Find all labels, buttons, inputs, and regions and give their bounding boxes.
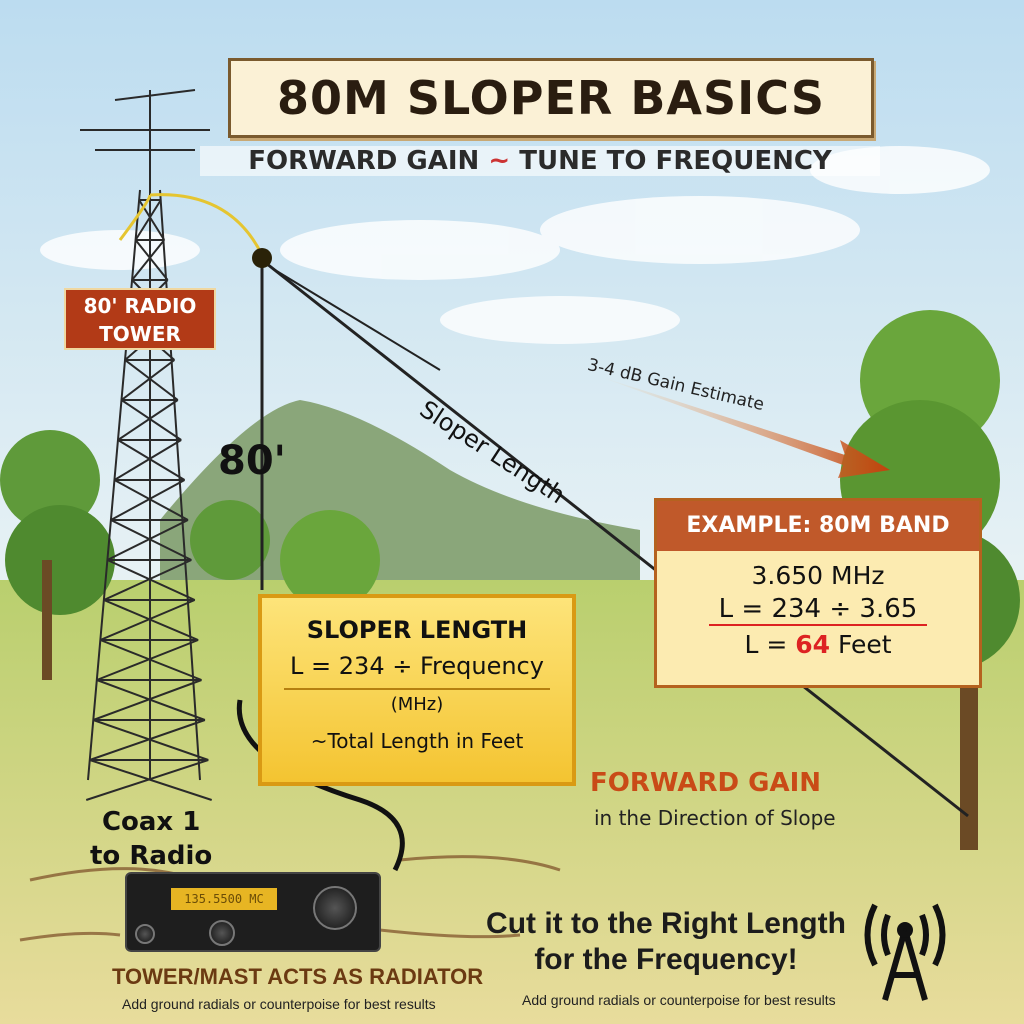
tuning-knob-icon (313, 886, 357, 930)
example-frequency: 3.650 MHz (751, 561, 885, 590)
page-title: 80M SLOPER BASICS (228, 58, 874, 138)
cut-to-length-text: Cut it to the Right Length for the Frequ… (466, 906, 866, 978)
subtitle-separator: ~ (488, 146, 511, 176)
cut-text-line1: Cut it to the Right Length (486, 907, 846, 940)
example-equation: L = 234 ÷ 3.65 (708, 594, 928, 626)
radiator-title: TOWER/MAST ACTS AS RADIATOR (112, 964, 484, 989)
forward-gain-title: FORWARD GAIN (590, 768, 822, 798)
tower-label-line2: TOWER (99, 322, 181, 346)
cut-text-line2: for the Frequency! (534, 943, 798, 976)
insulator-icon (252, 248, 272, 268)
formula: L = 234 ÷ Frequency (290, 652, 544, 680)
small-knob-icon (135, 924, 155, 944)
signal-tower-icon (864, 903, 946, 1001)
result-value: 64 (795, 630, 831, 659)
volume-knob-icon (209, 920, 235, 946)
radio-transceiver: 135.5500 MC (125, 872, 381, 952)
formula-heading: SLOPER LENGTH (306, 616, 528, 644)
coax-label-line2: to Radio (90, 841, 213, 871)
result-prefix: L = (744, 630, 788, 659)
tower-label-line1: 80' RADIO (83, 294, 197, 318)
example-box: EXAMPLE: 80M BAND 3.650 MHz L = 234 ÷ 3.… (654, 498, 982, 688)
formula-note: ~Total Length in Feet (310, 729, 524, 753)
gain-arrow-icon (595, 375, 890, 478)
subtitle-left: FORWARD GAIN (248, 146, 480, 176)
formula-unit: (MHz) (284, 688, 550, 715)
formula-box: SLOPER LENGTH L = 234 ÷ Frequency (MHz) … (258, 594, 576, 786)
subtitle-right: TUNE TO FREQUENCY (519, 146, 832, 176)
tower-label: 80' RADIO TOWER (64, 288, 216, 350)
height-label: 80' (218, 438, 286, 484)
radio-display: 135.5500 MC (171, 888, 277, 910)
example-heading: EXAMPLE: 80M BAND (657, 501, 979, 551)
sloper-wire (261, 258, 969, 818)
coax-cable (236, 699, 405, 872)
coax-label-line1: Coax 1 (101, 807, 201, 837)
bottom-note-right: Add ground radials or counterpoise for b… (522, 992, 836, 1008)
forward-gain-subtitle: in the Direction of Slope (594, 806, 836, 830)
result-suffix: Feet (837, 630, 892, 659)
example-result: L = 64 Feet (657, 630, 979, 659)
radiator-note: Add ground radials or counterpoise for b… (122, 996, 436, 1012)
coax-label: Coax 1 to Radio (90, 805, 212, 873)
subtitle: FORWARD GAIN ~ TUNE TO FREQUENCY (200, 146, 880, 176)
clouds (40, 146, 990, 344)
